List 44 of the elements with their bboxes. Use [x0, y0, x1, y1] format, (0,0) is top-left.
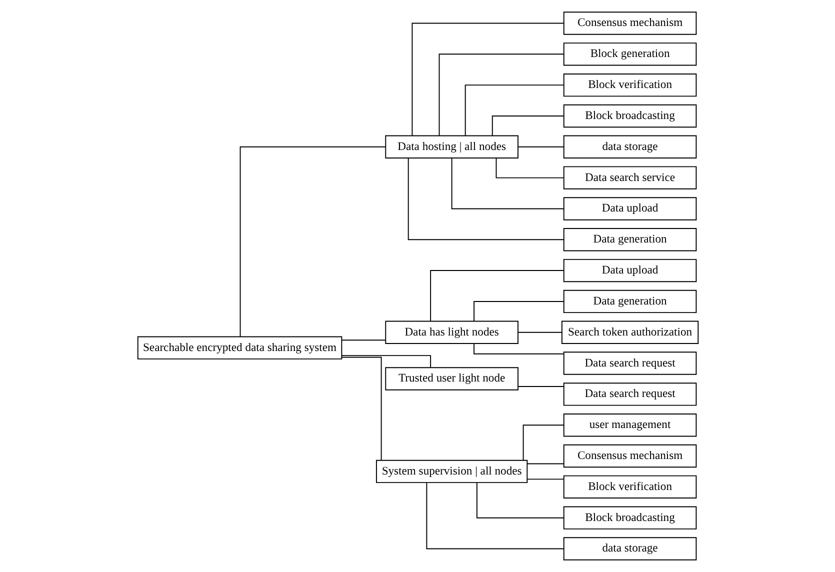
connector: [495, 158, 564, 178]
node-box: Data search request: [562, 352, 696, 375]
connector: [450, 158, 564, 210]
connector: [340, 356, 382, 461]
connector: [438, 54, 564, 136]
connector: [476, 482, 564, 518]
connector: [473, 300, 564, 322]
connector: [407, 158, 564, 240]
node-box: Block broadcasting: [562, 506, 696, 530]
node-box: Searchable encrypted data sharing system: [136, 336, 342, 360]
node-box: Trusted user light node: [384, 367, 518, 390]
node-box: Data search service: [562, 166, 696, 190]
node-box: Block broadcasting: [562, 104, 696, 128]
connector: [491, 116, 564, 136]
node-box: Data search request: [562, 382, 696, 406]
node-box: data storage: [562, 537, 696, 560]
connector: [522, 424, 564, 461]
connector: [340, 340, 386, 341]
node-box: data storage: [562, 135, 696, 158]
node-box: Data generation: [562, 290, 696, 314]
connector: [426, 482, 564, 550]
node-box: Data generation: [562, 228, 696, 252]
node-box: Consensus mechanism: [562, 12, 696, 35]
connector: [526, 463, 564, 464]
node-box: Data upload: [562, 197, 696, 220]
connector: [430, 270, 564, 322]
connector: [340, 355, 431, 368]
node-box: Block generation: [562, 42, 696, 66]
connector: [517, 386, 564, 387]
node-box: System supervision | all nodes: [375, 460, 528, 484]
node-box: Block verification: [562, 475, 696, 499]
node-box: Data hosting | all nodes: [384, 135, 518, 158]
node-box: Consensus mechanism: [562, 444, 696, 468]
connector: [517, 146, 564, 148]
node-box: Block verification: [562, 73, 696, 97]
connector: [464, 84, 564, 136]
node-box: Data has light nodes: [384, 320, 518, 344]
node-box: user management: [562, 414, 696, 437]
node-box: Search token authorization: [560, 320, 698, 344]
connector: [526, 478, 564, 480]
connector: [517, 332, 562, 333]
connector: [411, 22, 564, 136]
node-box: Data upload: [562, 258, 696, 282]
connector: [239, 146, 386, 337]
